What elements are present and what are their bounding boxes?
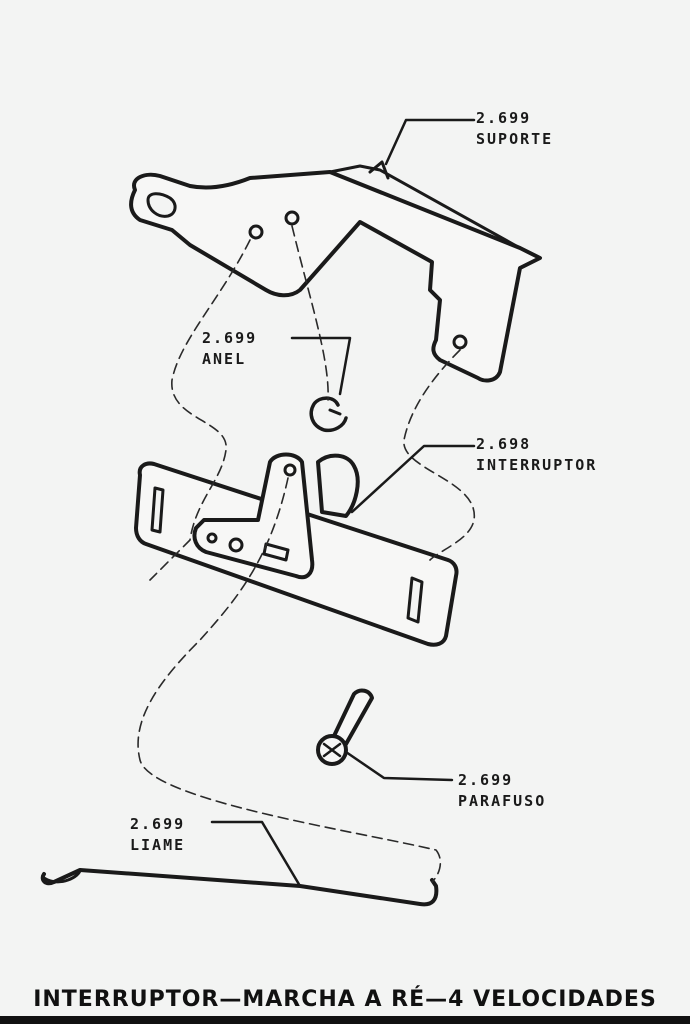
interruptor-name: INTERRUPTOR: [476, 456, 598, 474]
leader-lines: [210, 118, 476, 888]
parafuso-code: 2.699: [458, 771, 514, 789]
parafuso-name: PARAFUSO: [458, 792, 547, 810]
callout-liame: 2.699 LIAME: [130, 814, 185, 856]
interruptor-code: 2.698: [476, 435, 532, 453]
anel-code: 2.699: [202, 329, 258, 347]
suporte-name: SUPORTE: [476, 130, 554, 148]
anel-ring: [309, 396, 348, 433]
callout-suporte: 2.699 SUPORTE: [476, 108, 553, 150]
liame-code: 2.699: [130, 815, 186, 833]
liame-name: LIAME: [130, 836, 186, 854]
interruptor-switch: [134, 452, 459, 647]
callout-interruptor: 2.698 INTERRUPTOR: [476, 434, 597, 476]
callout-parafuso: 2.699 PARAFUSO: [458, 770, 546, 812]
suporte-bracket: [129, 160, 542, 383]
liame-rod: [40, 868, 439, 907]
parafuso-screw: [316, 688, 374, 766]
callout-anel: 2.699 ANEL: [202, 328, 257, 370]
figure-caption: INTERRUPTOR—MARCHA A RÉ—4 VELOCIDADES: [33, 987, 657, 1012]
bottom-border: [0, 1016, 690, 1024]
anel-name: ANEL: [202, 350, 247, 368]
assembly-guide-lines: [137, 225, 475, 883]
suporte-code: 2.699: [476, 109, 532, 127]
